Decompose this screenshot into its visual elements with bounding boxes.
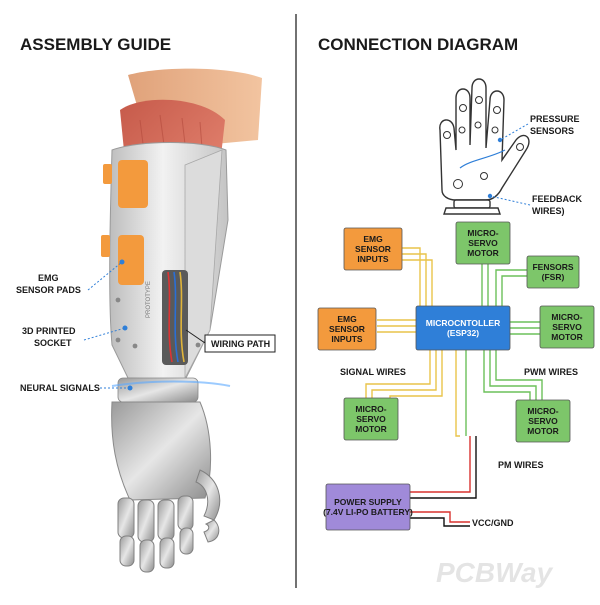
pm-wires-label: PM WIRES [498,460,544,470]
wire-vcc-neg [410,517,470,527]
box-emg-left-line-3: INPUTS [331,334,363,344]
box-servo-br-line-2: SERVO [528,416,558,426]
left-callouts: EMG SENSOR PADS 3D PRINTED SOCKET NEURAL… [16,259,276,393]
wire-servo-bl-1 [365,350,431,398]
box-servo-right-line-1: MICRO- [551,312,582,322]
box-servo-br-line-1: MICRO- [527,406,558,416]
watermark: PCBWay [436,557,554,588]
pressure-sensor-dots [443,96,524,189]
robotic-fingers [117,469,221,573]
wire-emg-top-2 [402,253,427,306]
wire-power-pos [410,436,471,493]
wire-fsr-1 [495,269,527,306]
feedback-label-1: FEEDBACK [532,194,583,204]
box-emg-top-line-1: EMG [363,234,383,244]
box-power-line-2: (7.4V LI-PO BATTERY) [323,507,413,517]
wire-emg-top-1 [402,247,421,306]
pressure-label-2: SENSORS [530,126,574,136]
component-boxes: EMGSENSORINPUTSEMGSENSORINPUTSMICRO-SERV… [317,221,595,531]
wire-servo-bl-2 [371,350,437,398]
box-mcu-line-1: MICROCNTOLLER [426,318,500,328]
box-servo-top-line-2: SERVO [468,238,498,248]
left-title: ASSEMBLY GUIDE [20,35,171,54]
box-servo-top-line-1: MICRO- [467,228,498,238]
prosthetic-arm-illustration: PROTOTYPE [101,68,262,573]
emg-pad-bottom [118,235,144,285]
wire-servo-br-3 [495,350,543,400]
socket-label-1: 3D PRINTED [22,326,76,336]
emg-pads-label-1: EMG [38,273,59,283]
pwm-wires-label: PWM WIRES [524,367,578,377]
wire-servo-br-1 [483,350,531,400]
wire-vcc-pos [410,511,470,523]
box-mcu-line-2: (ESP32) [447,328,479,338]
box-servo-bl-line-3: MOTOR [355,424,386,434]
box-servo-right-line-2: SERVO [552,322,582,332]
box-power-line-1: POWER SUPPLY [334,497,402,507]
box-emg-top-line-2: SENSOR [355,244,391,254]
box-mcu: MICROCNTOLLER(ESP32) [415,305,511,351]
vcc-gnd-label: VCC/GND [472,518,514,528]
wire-servo-br-2 [489,350,537,400]
right-title: CONNECTION DIAGRAM [318,35,518,54]
wire-emg-top-3 [402,259,433,306]
neural-signals-label: NEURAL SIGNALS [20,383,100,393]
feedback-label-2: WIRES) [532,206,565,216]
pressure-label-1: PRESSURE [530,114,580,124]
wiring-path-box [204,334,276,353]
socket-engraving: PROTOTYPE [146,281,152,318]
box-power: POWER SUPPLY(7.4V LI-PO BATTERY) [323,483,413,531]
box-emg-top-line-3: INPUTS [357,254,389,264]
box-servo-bl-line-2: SERVO [356,414,386,424]
box-fsr-line-1: FENSORS [532,262,573,272]
emg-pad-top [118,160,148,208]
hand-outline-icon [439,78,530,215]
connection-wires [365,247,543,527]
signal-wires-label: SIGNAL WIRES [340,367,406,377]
wire-fsr-2 [501,275,527,306]
box-emg-left-line-2: SENSOR [329,324,365,334]
wire-servo-bl-3 [389,350,443,398]
box-fsr-line-2: (FSR) [542,272,565,282]
robotic-palm [111,401,212,501]
box-servo-bl-line-1: MICRO- [355,404,386,414]
wire-power-neg [410,436,477,499]
box-servo-top-line-3: MOTOR [467,248,498,258]
wire-mcu-down-1 [455,350,460,437]
box-servo-br-line-3: MOTOR [527,426,558,436]
box-servo-right-line-3: MOTOR [551,332,582,342]
wiring-path-label: WIRING PATH [211,339,270,349]
emg-pads-label-2: SENSOR PADS [16,285,81,295]
box-fsr: FENSORS(FSR) [526,255,580,289]
box-emg-left-line-1: EMG [337,314,357,324]
socket-label-2: SOCKET [34,338,72,348]
